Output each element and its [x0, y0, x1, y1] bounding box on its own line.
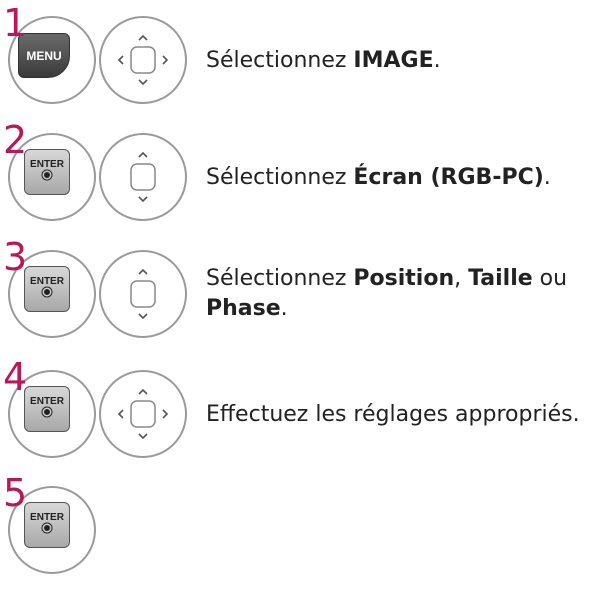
- step-number: 4: [3, 355, 28, 399]
- enter-label: ENTER: [30, 159, 64, 170]
- instruction-text: Sélectionnez: [206, 266, 354, 291]
- instruction-text: ,: [454, 266, 469, 291]
- enter-dot-icon: [44, 172, 50, 178]
- menu-option-name: Position: [353, 266, 455, 291]
- up-down-navigation-icon[interactable]: [113, 264, 173, 324]
- menu-option-name: Taille: [468, 266, 533, 291]
- step-2: 2 ENTER Sélectionnez Écran (RGB-PC).: [0, 121, 606, 237]
- enter-label: ENTER: [30, 276, 64, 287]
- step-4-instruction: Effectuez les réglages appropriés.: [206, 400, 580, 430]
- enter-button[interactable]: ENTER: [24, 266, 70, 312]
- instruction-text: .: [543, 165, 551, 190]
- step-number: 2: [3, 118, 28, 162]
- step-1: 1 MENU Sélectionnez IMAGE.: [0, 4, 606, 120]
- enter-button[interactable]: ENTER: [24, 502, 70, 548]
- four-way-navigation-icon[interactable]: [113, 384, 173, 444]
- menu-option-name: Phase: [206, 296, 281, 321]
- instruction-text: Effectuez les réglages appropriés.: [206, 402, 580, 427]
- instruction-text: .: [433, 48, 441, 73]
- step-3: 3 ENTER Sélectionnez Position, Taille ou…: [0, 238, 606, 354]
- enter-dot-icon: [44, 289, 50, 295]
- enter-label: ENTER: [30, 396, 64, 407]
- step-5: 5 ENTER: [0, 474, 606, 590]
- step-2-instruction: Sélectionnez Écran (RGB-PC).: [206, 163, 551, 193]
- menu-option-name: IMAGE: [353, 48, 434, 73]
- enter-button[interactable]: ENTER: [24, 149, 70, 195]
- step-1-instruction: Sélectionnez IMAGE.: [206, 46, 441, 76]
- step-number: 3: [3, 235, 28, 279]
- instruction-text: Sélectionnez: [206, 165, 354, 190]
- instruction-text: Sélectionnez: [206, 48, 354, 73]
- menu-button[interactable]: MENU: [18, 33, 70, 78]
- enter-dot-icon: [44, 525, 50, 531]
- enter-dot-icon: [44, 409, 50, 415]
- step-number: 5: [3, 471, 28, 515]
- enter-button[interactable]: ENTER: [24, 386, 70, 432]
- up-down-navigation-icon[interactable]: [113, 147, 173, 207]
- four-way-navigation-icon[interactable]: [113, 30, 173, 90]
- enter-label: ENTER: [30, 512, 64, 523]
- instruction-text: .: [280, 296, 288, 321]
- step-number: 1: [3, 1, 28, 45]
- instruction-text: ou: [532, 266, 568, 291]
- menu-option-name: Écran (RGB-PC): [353, 165, 544, 190]
- step-4: 4 ENTER Effectuez les réglages approprié…: [0, 358, 606, 474]
